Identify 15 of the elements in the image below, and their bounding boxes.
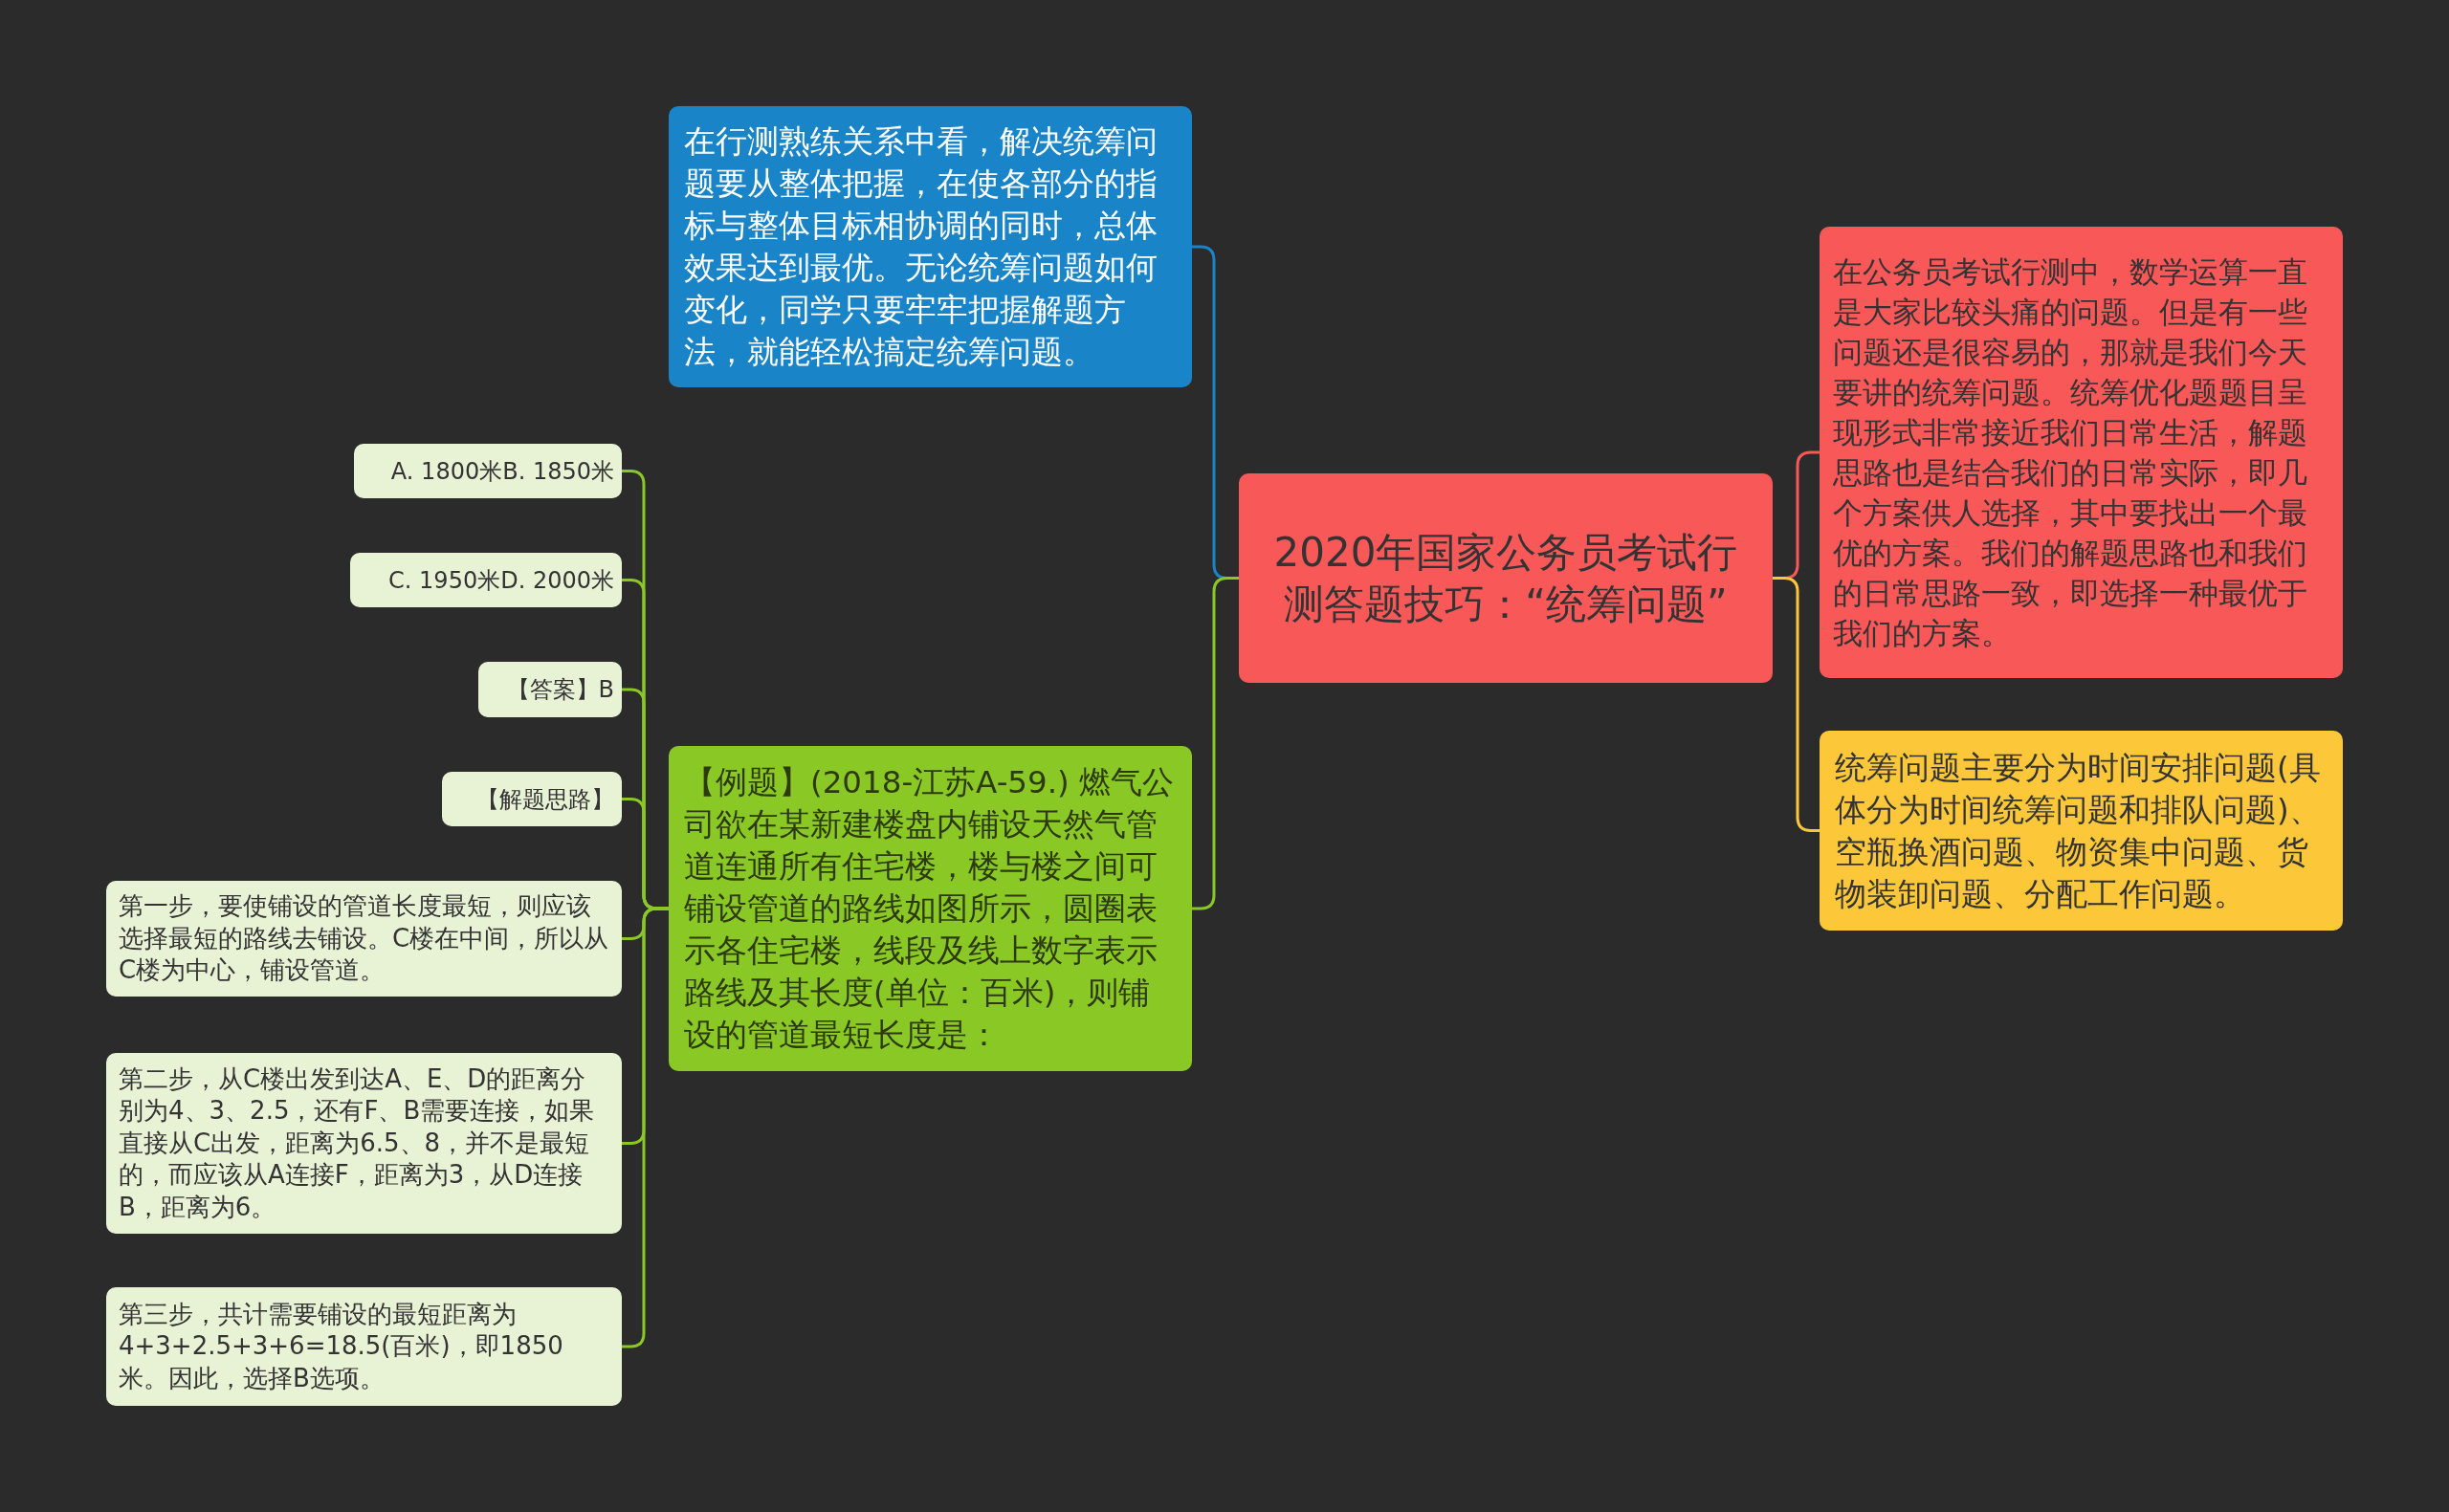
subtopic-box: A. 1800米B. 1850米 (354, 444, 622, 498)
topic-box: 【例题】(2018-江苏A-59.) 燃气公司欲在某新建楼盘内铺设天然气管道连通所有住宅楼，楼与楼之间可铺设管道的路线如图所示，圆圈表示各住宅楼，线段及线上数字表示路线及其长度(单位：百米)，则铺设的管道最短长度是： (669, 746, 1192, 1071)
subtopic-box: C. 1950米D. 2000米 (350, 553, 622, 607)
connector (1773, 577, 1820, 832)
subtopic-box: 【解题思路】 (442, 772, 622, 826)
topic-box: 在行测熟练关系中看，解决统筹问题要从整体把握，在使各部分的指标与整体目标相协调的同时，总体效果达到最优。无论统筹问题如何变化，同学只要牢牢把握解题方法，就能轻松搞定统筹问题。 (669, 106, 1192, 387)
topic-box: 统筹问题主要分为时间安排问题(具体分为时间统筹问题和排队问题)、空瓶换酒问题、物资集中问题、货物装卸问题、分配工作问题。 (1820, 731, 2343, 931)
subtopic-box: 第三步，共计需要铺设的最短距离为4+3+2.5+3+6=18.5(百米)，即1850米。因此，选择B选项。 (106, 1287, 622, 1406)
subtopic-box: 【答案】B (478, 662, 622, 717)
subtopic-box: 第二步，从C楼出发到达A、E、D的距离分别为4、3、2.5，还有F、B需要连接，如果直接从C出发，距离为6.5、8，并不是最短的，而应该从A连接F，距离为3，从D连接B，距离为6。 (106, 1053, 622, 1234)
topic-box: 在公务员考试行测中，数学运算一直是大家比较头痛的问题。但是有一些问题还是很容易的，那就是我们今天要讲的统筹问题。统筹优化题题目呈现形式非常接近我们日常生活，解题思路也是结合我们的日常实际，即几个方案供人选择，其中要找出一个最优的方案。我们的解题思路也和我们的日常思路一致，即选择一种最优于我们的方案。 (1820, 227, 2343, 678)
connector (622, 907, 669, 1348)
connector (1192, 577, 1239, 910)
central-topic-box: 2020年国家公务员考试行测答题技巧：“统筹问题” (1239, 473, 1773, 683)
subtopic-box: 第一步，要使铺设的管道长度最短，则应该选择最短的路线去铺设。C楼在中间，所以从C楼为中心，铺设管道。 (106, 881, 622, 997)
